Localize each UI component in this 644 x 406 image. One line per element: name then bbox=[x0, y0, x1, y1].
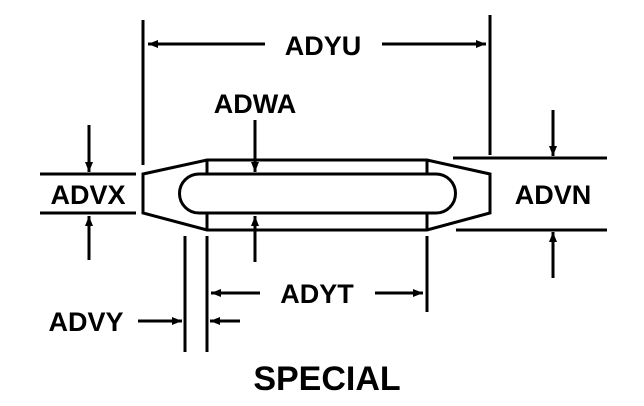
label-adwa: ADWA bbox=[214, 89, 297, 119]
label-advn: ADVN bbox=[515, 180, 592, 210]
part-outline bbox=[141, 158, 492, 232]
label-advy: ADVY bbox=[48, 307, 123, 337]
dimension-advn: ADVN bbox=[453, 110, 607, 278]
dimension-adyt: ADYT bbox=[205, 236, 429, 352]
label-adyu: ADYU bbox=[285, 31, 362, 61]
label-adyt: ADYT bbox=[280, 279, 354, 309]
label-advx: ADVX bbox=[50, 180, 125, 210]
dimension-advy: ADVY bbox=[48, 236, 240, 352]
dimension-advx: ADVX bbox=[40, 125, 136, 260]
slot bbox=[178, 172, 457, 215]
diagram-title: SPECIAL bbox=[253, 360, 400, 398]
dimension-adyu: ADYU bbox=[141, 15, 492, 165]
dimension-adwa: ADWA bbox=[214, 89, 297, 262]
